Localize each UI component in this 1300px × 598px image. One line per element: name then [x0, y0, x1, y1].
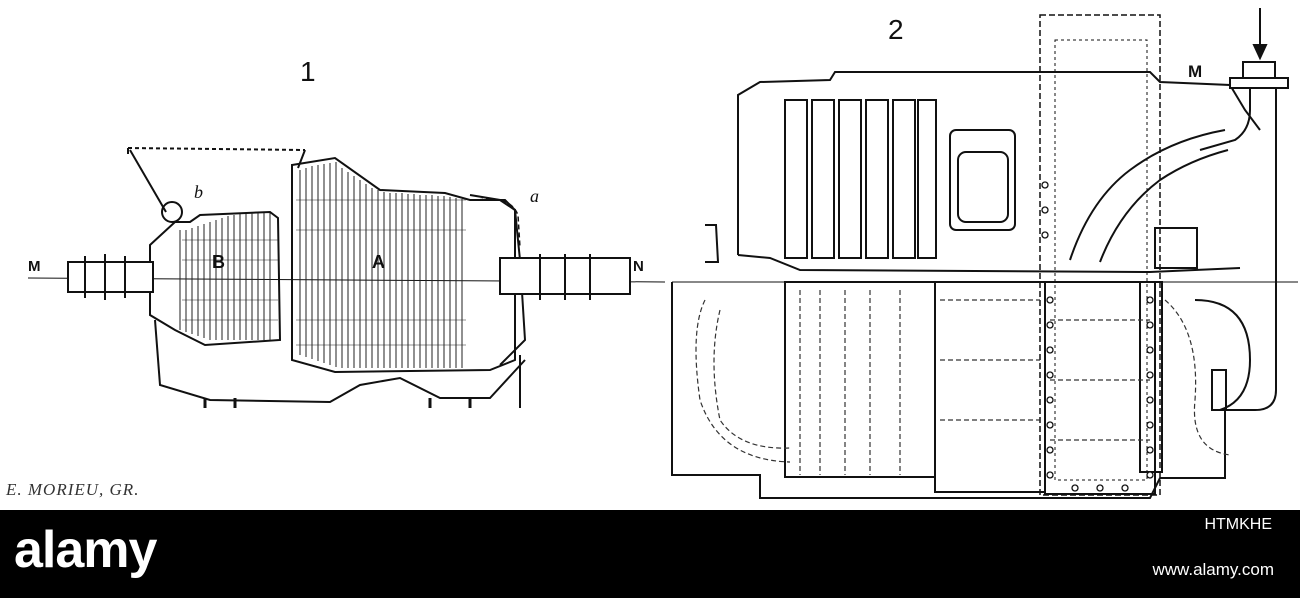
figure-2-drawing: [671, 8, 1298, 499]
figure-1-label-b-lower: b: [194, 182, 203, 202]
figure-1-drawing: [27, 147, 666, 408]
engraving-plate: 1 2 M N A B a b M E. MORIEU, GR.: [6, 8, 1298, 499]
watermark-site-url: www.alamy.com: [1152, 560, 1274, 579]
engraver-signature: E. MORIEU, GR.: [6, 480, 140, 499]
figure-2-label-m: M: [1188, 62, 1203, 81]
figure-2-dashed-passages: [695, 290, 1231, 475]
watermark-banner: alamy HTMKHE www.alamy.com: [0, 510, 1300, 598]
watermark-brand-logo: alamy: [14, 521, 157, 579]
figure-1-blade-hatching: [179, 162, 466, 368]
turbine-drawings: [27, 8, 1298, 499]
figure-1-label-n: N: [633, 258, 644, 275]
figure-1-label-m: M: [28, 258, 41, 275]
figure-1-number: 1: [300, 56, 316, 87]
figure-2-number: 2: [888, 14, 904, 45]
watermark-image-code: HTMKHE: [1204, 516, 1272, 533]
figure-1-label-a-lower: a: [530, 186, 539, 206]
figure-1-label-b-upper: B: [212, 252, 225, 272]
figure-2-bolt-holes: [1041, 181, 1154, 492]
figure-1-label-a-upper: A: [372, 252, 385, 272]
